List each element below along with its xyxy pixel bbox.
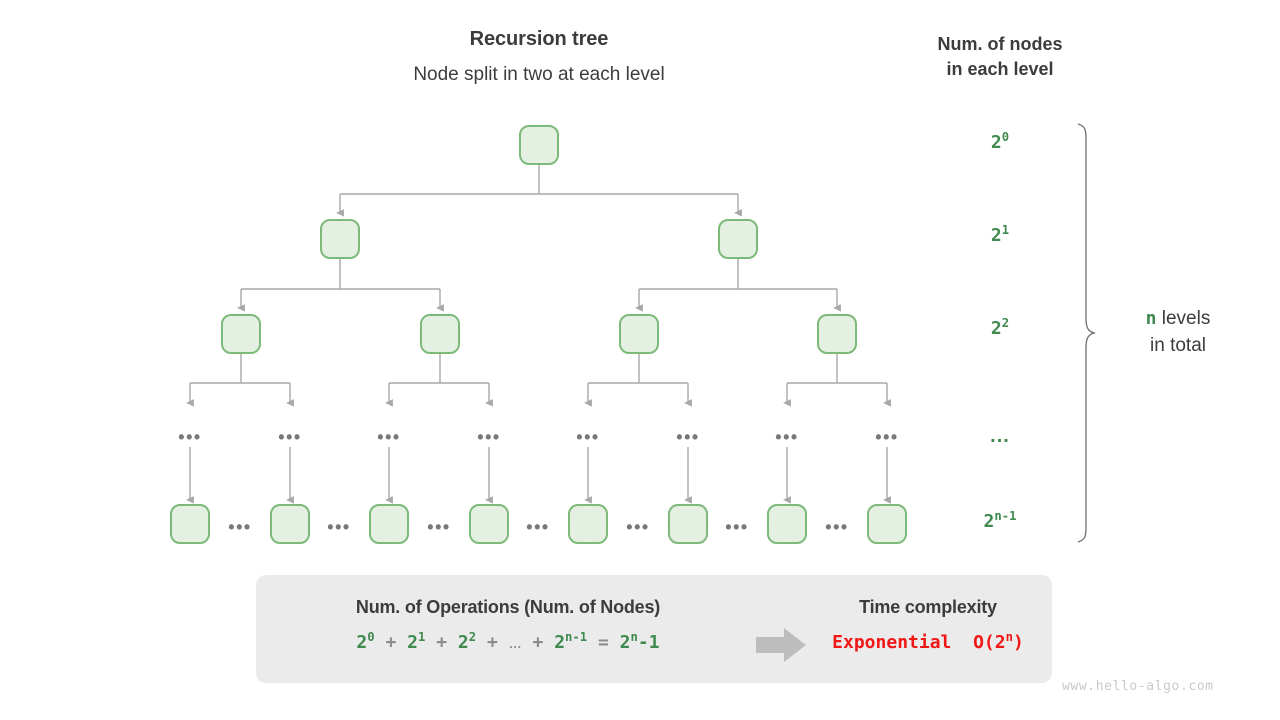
bottom-gap-ellipsis: •••: [725, 517, 749, 537]
nodes-per-level-title: Num. of nodes in each level: [888, 32, 1112, 82]
tree-nodes: [170, 125, 907, 544]
level-ellipsis-node-count: ...: [990, 425, 1010, 447]
bottom-gap-ellipsis: •••: [228, 517, 252, 537]
complexity-notation: O(2n): [973, 630, 1024, 653]
bottom-gap-ellipsis: •••: [825, 517, 849, 537]
tree-node: [469, 504, 509, 544]
nodes-per-level-title-line1: Num. of nodes: [937, 34, 1063, 54]
operations-formula: 20 + 21 + 22 + … + 2n-1 = 2n-1: [268, 630, 748, 653]
bottom-gap-ellipsis: •••: [526, 517, 550, 537]
tree-node: [221, 314, 261, 354]
complexity-heading: Time complexity: [859, 597, 997, 617]
bottom-gap-ellipsis: •••: [327, 517, 351, 537]
right-arrow-icon: [756, 628, 806, 662]
tree-node: [568, 504, 608, 544]
tree-level-ellipsis: •••: [576, 427, 600, 447]
complexity-value: Exponential O(2n): [816, 630, 1040, 653]
page-subtitle: Node split in two at each level: [413, 64, 665, 85]
operations-summary: Num. of Operations (Num. of Nodes) 20 + …: [268, 597, 748, 653]
total-levels-label-line2: in total: [1150, 335, 1206, 356]
total-levels-label-line1: levels: [1161, 308, 1211, 329]
summary-panel: Num. of Operations (Num. of Nodes) 20 + …: [256, 575, 1052, 683]
tree-level-ellipsis: •••: [676, 427, 700, 447]
formula-plus: +: [532, 632, 544, 653]
tree-node: [320, 219, 360, 259]
formula-term-0: 20: [356, 630, 375, 653]
nodes-per-level-title-line2: in each level: [946, 59, 1054, 79]
total-levels-annotation: n levels in total: [1098, 305, 1258, 359]
formula-plus: +: [436, 632, 448, 653]
tree-level-ellipsis: •••: [278, 427, 302, 447]
page-title: Recursion tree: [469, 28, 609, 50]
level-0-node-count: 20: [990, 130, 1010, 153]
tree-level-ellipsis: •••: [875, 427, 899, 447]
tree-node: [519, 125, 559, 165]
tree-level-ellipsis: •••: [477, 427, 501, 447]
tree-level-ellipsis: •••: [178, 427, 202, 447]
tree-node: [668, 504, 708, 544]
level-last-node-count: 2n-1: [983, 509, 1017, 532]
tree-node: [718, 219, 758, 259]
tree-node: [867, 504, 907, 544]
tree-node: [369, 504, 409, 544]
formula-term-2: 22: [457, 630, 477, 653]
tree-node: [619, 314, 659, 354]
operations-heading: Num. of Operations (Num. of Nodes): [355, 597, 661, 617]
formula-plus: +: [486, 632, 498, 653]
formula-equals: =: [597, 632, 609, 653]
complexity-name: Exponential: [832, 632, 952, 653]
tree-node: [767, 504, 807, 544]
tree-node: [170, 504, 210, 544]
tree-connectors: [186, 164, 891, 504]
bottom-gap-ellipsis: •••: [427, 517, 451, 537]
tree-node: [817, 314, 857, 354]
bottom-gap-ellipsis: •••: [626, 517, 650, 537]
formula-term-1: 21: [407, 630, 426, 653]
complexity-summary: Time complexity Exponential O(2n): [816, 597, 1040, 653]
tree-node: [270, 504, 310, 544]
formula-last-term: 2n-1: [554, 630, 588, 653]
tree-node: [420, 314, 460, 354]
total-levels-variable: n: [1145, 308, 1157, 329]
formula-result: 2n-1: [619, 630, 660, 653]
watermark: www.hello-algo.com: [1062, 679, 1214, 694]
level-1-node-count: 21: [990, 223, 1010, 246]
tree-level-ellipsis: •••: [775, 427, 799, 447]
formula-plus: +: [385, 632, 397, 653]
tree-level-ellipsis: •••: [377, 427, 401, 447]
formula-ellipsis: …: [508, 636, 522, 651]
levels-brace: [1077, 123, 1097, 543]
level-2-node-count: 22: [990, 316, 1010, 339]
